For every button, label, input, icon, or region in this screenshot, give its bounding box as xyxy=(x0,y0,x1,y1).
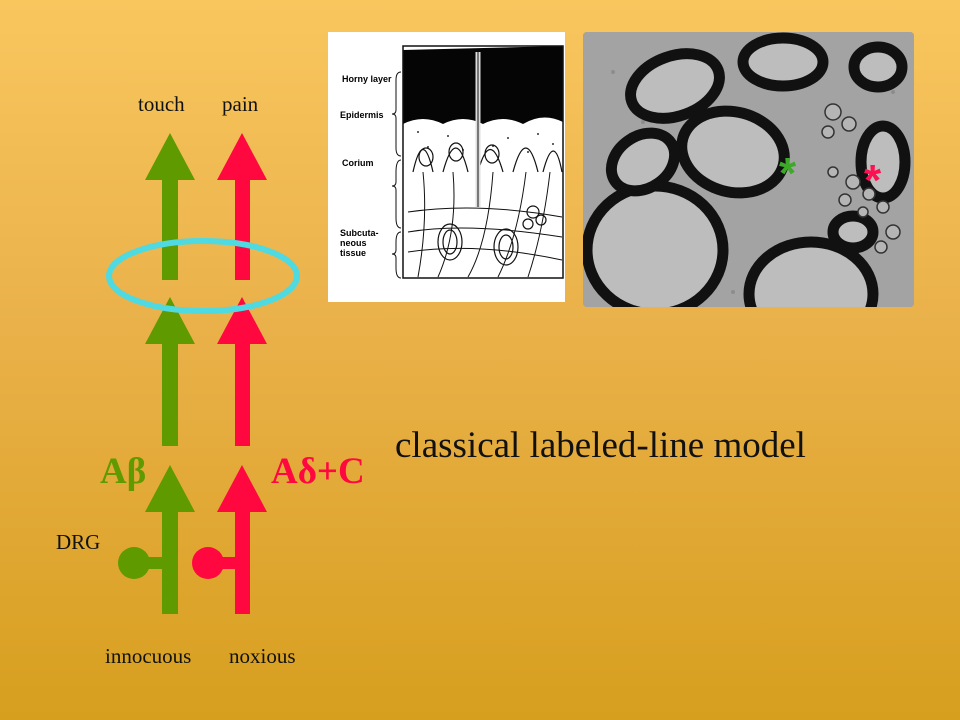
pain-arrow-upper xyxy=(217,133,267,280)
skin-label-corium: Corium xyxy=(342,158,374,168)
skin-label-epidermis: Epidermis xyxy=(340,110,384,120)
marker-asterisk-green: * xyxy=(779,149,797,198)
pain-arrow-middle-head xyxy=(217,297,267,344)
micrograph-drawing xyxy=(583,32,914,307)
skin-section-figure: Horny layer Epidermis Corium Subcuta- ne… xyxy=(328,32,565,302)
touch-arrow-lower-head xyxy=(145,465,195,512)
label-pain: pain xyxy=(222,92,259,116)
label-a-delta-c: Aδ+C xyxy=(271,451,365,492)
pain-pathway xyxy=(192,133,267,614)
skin-label-horny-layer: Horny layer xyxy=(342,74,392,84)
drg-soma-pain xyxy=(192,547,224,579)
touch-pathway xyxy=(118,133,195,614)
touch-arrow-lower xyxy=(162,512,178,614)
marker-asterisk-red: * xyxy=(864,156,882,205)
convergence-ring xyxy=(106,238,300,314)
pain-arrow-lower-head xyxy=(217,465,267,512)
label-a-beta: Aβ xyxy=(100,451,147,492)
pain-arrow-middle xyxy=(235,344,250,446)
nerve-electron-micrograph: * * xyxy=(583,32,914,307)
pain-arrow-lower xyxy=(235,512,250,614)
touch-arrow-upper xyxy=(145,133,195,280)
label-drg: DRG xyxy=(56,530,101,554)
label-innocuous: innocuous xyxy=(105,644,192,668)
touch-arrow-middle xyxy=(162,344,178,446)
skin-section-drawing xyxy=(391,45,564,279)
touch-arrow-middle-head xyxy=(145,297,195,344)
label-noxious: noxious xyxy=(229,644,296,668)
slide-title: classical labeled-line model xyxy=(395,425,806,466)
label-touch: touch xyxy=(138,92,185,116)
drg-soma-touch xyxy=(118,547,150,579)
skin-label-subcutaneous: Subcuta- neous tissue xyxy=(340,228,379,258)
